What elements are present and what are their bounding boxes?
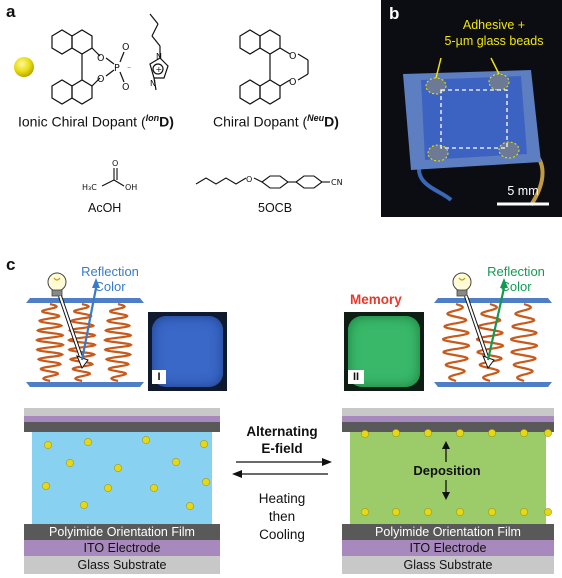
alternating-line-2: E-field [261,441,303,456]
reflection-color-right: Reflection Color [476,264,556,294]
light-bulb-right-icon [452,272,472,297]
svg-text:O: O [122,42,129,53]
panel-c-label: c [6,255,16,274]
heating-line-1: Heating [258,491,306,506]
right-polyimide-layer: Polyimide Orientation Film [342,524,554,540]
helix-left-group [35,302,133,383]
right-cell: Polyimide Orientation Film ITO Electrode… [342,408,554,576]
heating-line-3: Cooling [259,527,305,542]
light-bulb-left-icon [47,272,67,297]
svg-text:O: O [122,82,129,93]
alternating-efield-label: Alternating E-field [236,423,328,457]
scale-bar-label: 5 mm [507,184,539,198]
reflection-right-line1: Reflection [487,264,545,279]
left-cell: Polyimide Orientation Film ITO Electrode… [24,408,220,576]
svg-text:⁻: ⁻ [127,64,131,73]
svg-text:O: O [97,74,104,85]
cell-photo: b Adhesive + 5-µm glass beads 5 mm [381,0,562,217]
memory-label: Memory [350,292,402,307]
deposition-label: Deposition [413,463,481,478]
photo-ii-label: II [348,370,364,384]
photo-i-label: I [152,370,166,384]
reflection-left-line1: Reflection [81,264,139,279]
svg-text:P: P [114,63,120,74]
photo-state-ii: II [344,312,424,391]
panel-a-label: a [6,2,16,21]
5ocb-label: 5OCB [258,201,293,215]
annotation-line-2: 5-µm glass beads [444,34,544,48]
ionic-chiral-dopant-structure: O O P O O ⁻ N N + O O [14,13,343,192]
left-polyimide-layer: Polyimide Orientation Film [24,524,220,540]
left-glass-layer: Glass Substrate [24,556,220,574]
reflection-color-left: Reflection Color [70,264,150,294]
svg-text:O: O [289,51,296,62]
heating-cooling-label: Heating then Cooling [236,490,328,544]
panel-b-label: b [389,4,400,23]
svg-text:O: O [97,53,104,64]
helix-schematics [26,272,552,387]
cell-photo-drawing [403,57,549,207]
left-ito-layer: ITO Electrode [24,540,220,556]
svg-text:OH: OH [125,183,137,192]
helix-right-group [441,302,539,383]
svg-text:O: O [246,175,252,184]
heating-line-2: then [268,509,296,524]
acoh-label: AcOH [88,201,122,215]
ionic-chiral-dopant-caption: Ionic Chiral Dopant (IonD) [18,113,174,130]
photo-state-i: I [148,312,227,391]
right-ito-layer: ITO Electrode [342,540,554,556]
svg-text:O: O [289,77,296,88]
svg-text:+: + [156,65,163,74]
svg-text:CN: CN [331,178,343,187]
right-lc-layer [350,432,546,524]
svg-text:N: N [156,52,162,61]
ion-sphere-icon [14,57,34,77]
reflection-left-line2: Color [94,279,126,294]
svg-text:H₃C: H₃C [82,183,97,192]
adhesive-annotation: Adhesive + 5-µm glass beads [429,17,559,49]
svg-text:N: N [150,79,156,88]
reflection-right-line2: Color [500,279,532,294]
alternating-line-1: Alternating [246,424,318,439]
svg-text:O: O [112,159,118,168]
chiral-dopant-caption: Chiral Dopant (NeuD) [213,113,339,130]
left-lc-layer [32,432,212,524]
right-glass-layer: Glass Substrate [342,556,554,574]
annotation-line-1: Adhesive + [462,18,526,32]
